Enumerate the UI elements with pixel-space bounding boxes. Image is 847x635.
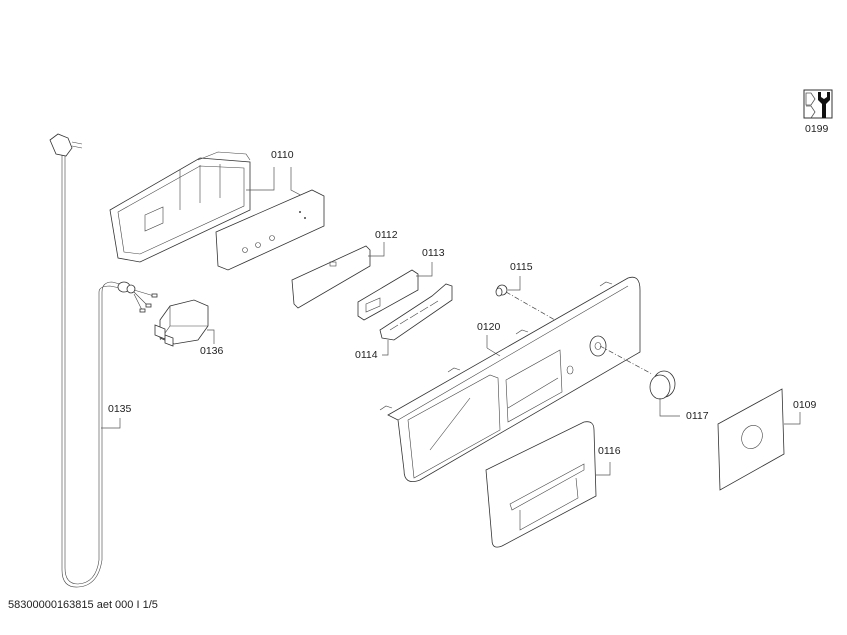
circuit-board[interactable] [291,245,371,309]
leader-0117 [659,398,680,417]
display-board[interactable] [357,269,419,321]
leader-0115 [508,276,521,291]
part-label-0199: 0199 [805,123,829,135]
control-panel-fascia[interactable] [379,276,641,483]
interference-filter[interactable] [154,299,209,347]
leader-0112 [368,242,385,257]
main-board[interactable] [215,189,325,271]
leader-0116 [596,462,611,476]
part-label-0120: 0120 [477,321,501,333]
leader-0135 [101,418,121,429]
leader-0109 [784,412,801,425]
tool-wrench-icon[interactable] [803,89,833,119]
part-label-0112: 0112 [375,229,398,241]
power-cord[interactable] [49,133,158,588]
detergent-drawer-handle[interactable] [485,421,597,548]
leader-0120 [486,335,501,357]
push-button[interactable] [495,284,508,297]
leader-0114 [382,340,389,356]
selector-knob[interactable] [649,370,676,400]
leader-0113 [416,262,433,277]
leader-0136 [207,329,215,344]
control-module-housing[interactable] [109,151,251,263]
assembly-axis-0115 [505,291,556,321]
knob-cover-plate[interactable] [717,388,785,491]
part-label-0135: 0135 [108,403,132,415]
drawing-footer-reference: 58300000163815 aet 000 I 1/5 [8,599,158,611]
part-label-0114: 0114 [355,349,378,361]
part-label-0110: 0110 [271,149,294,161]
part-label-0116: 0116 [598,445,621,457]
part-label-0117: 0117 [686,410,709,422]
part-label-0115: 0115 [510,261,533,273]
part-label-0113: 0113 [422,247,445,259]
part-label-0136: 0136 [200,345,224,357]
part-label-0109: 0109 [793,399,817,411]
button-strip[interactable] [379,283,453,341]
